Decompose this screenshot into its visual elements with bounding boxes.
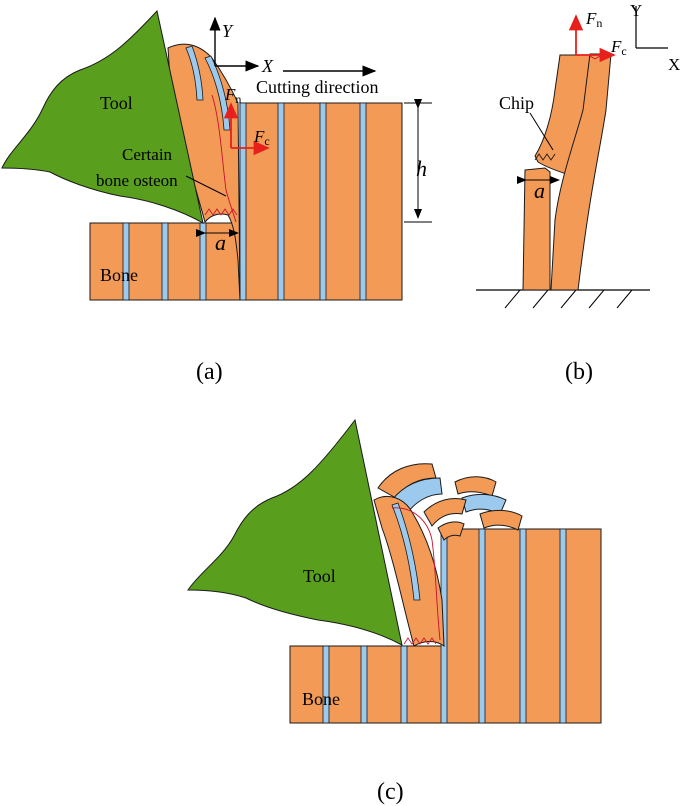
osteon-label-line1: Certain: [122, 145, 173, 164]
svg-text:Fn: Fn: [585, 9, 602, 30]
caption-b: (b): [565, 359, 593, 385]
force-n-label-b: F: [585, 9, 597, 28]
width-symbol: a: [215, 230, 226, 255]
crack-line-c: [391, 507, 441, 641]
caption-c: (c): [377, 779, 404, 805]
chip-curl-5: [479, 509, 523, 531]
axis-y-label: Y: [222, 21, 234, 41]
ground-hatch: [504, 289, 633, 309]
panel-b: Y X Fn Fc Chip a (b): [476, 1, 680, 385]
chip-column-right: [550, 53, 612, 291]
bone-label: Bone: [100, 265, 138, 285]
cutting-direction-label: Cutting direction: [256, 77, 378, 97]
crack-line: [211, 94, 237, 223]
tool-c: [187, 418, 403, 646]
force-c-sub-b: c: [621, 44, 626, 58]
chip-label: Chip: [499, 93, 534, 113]
tool-label: Tool: [100, 93, 133, 113]
bone-label-c: Bone: [302, 689, 340, 709]
axis-x-label-b: X: [668, 55, 680, 74]
svg-text:Fc: Fc: [610, 37, 627, 58]
chip-break-edge: [534, 153, 556, 161]
tool: [1, 9, 204, 224]
tool-label-c: Tool: [303, 566, 336, 586]
crack-zone: [204, 208, 238, 216]
force-n-sub: n: [235, 92, 241, 106]
axis-y-label-b: Y: [630, 1, 642, 20]
osteons-lower-c: [322, 645, 408, 724]
bone-block-lower-c: [289, 645, 446, 724]
chip-curl-6: [423, 498, 467, 527]
osteons-lower: [122, 222, 207, 301]
force-c-label-b: F: [610, 37, 622, 56]
svg-text:Fc: Fc: [253, 127, 270, 148]
panel-c: Tool Bone (c): [187, 418, 602, 805]
chip-curl-7: [437, 521, 465, 541]
osteon-leader-line: [185, 175, 227, 197]
chip-osteon-1: [185, 45, 204, 101]
chip-forming-c: [373, 496, 445, 648]
chip-curl-3: [454, 476, 497, 497]
chip-osteon-c: [391, 502, 421, 601]
osteon-label-line2: bone osteon: [96, 171, 178, 190]
force-n-sub-b: n: [596, 16, 602, 30]
panel-a: Tool Bone Certain bone osteon Y X Cuttin…: [1, 9, 432, 385]
axis-x-label: X: [261, 56, 274, 76]
width-symbol-b: a: [534, 178, 545, 203]
force-c-sub: c: [264, 134, 269, 148]
depth-symbol: h: [416, 156, 427, 181]
crack-zone-c: [403, 637, 437, 645]
svg-text:Fn: Fn: [224, 85, 241, 106]
force-n-label: F: [224, 85, 236, 104]
osteon-stub-left: [522, 167, 551, 291]
chip-osteon-2: [204, 55, 231, 131]
force-c-label: F: [253, 127, 265, 146]
chip-leader-line: [529, 112, 554, 151]
osteons-uncut: [239, 102, 367, 301]
caption-a: (a): [196, 359, 223, 385]
